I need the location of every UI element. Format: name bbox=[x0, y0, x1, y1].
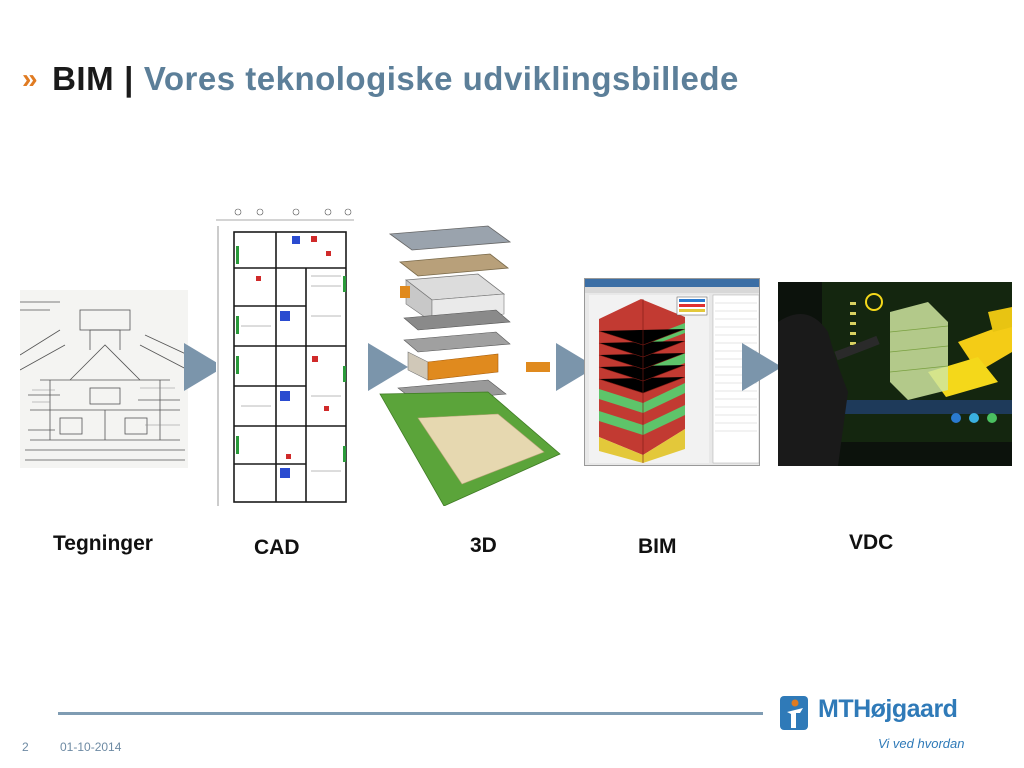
3d-model-image bbox=[378, 222, 562, 506]
slide-date: 01-10-2014 bbox=[60, 740, 122, 754]
footer-divider bbox=[58, 712, 763, 715]
logo-wordmark: MTHøjgaard bbox=[818, 695, 958, 723]
bim-software-image bbox=[584, 278, 760, 466]
arrow-right-icon bbox=[742, 343, 782, 391]
stage-label-bim: BIM bbox=[638, 535, 677, 558]
sketch-image bbox=[20, 290, 188, 468]
slide-title: » BIM | Vores teknologiske udviklingsbil… bbox=[22, 56, 739, 102]
arrow-right-icon bbox=[368, 343, 408, 391]
company-logo: MTHøjgaard Vi ved hvordan bbox=[778, 692, 978, 752]
title-separator: | bbox=[124, 60, 134, 97]
stage-label-cad: CAD bbox=[254, 536, 300, 559]
stage-label-3d: 3D bbox=[470, 534, 497, 557]
title-main: Vores teknologiske udviklingsbillede bbox=[143, 60, 739, 97]
logo-mark-icon bbox=[780, 696, 808, 730]
vdc-photo-image bbox=[778, 282, 1012, 466]
chevron-icon: » bbox=[22, 63, 39, 94]
cad-image bbox=[216, 206, 354, 512]
page-number: 2 bbox=[22, 740, 29, 754]
stage-label-tegninger: Tegninger bbox=[53, 532, 153, 555]
title-prefix: BIM bbox=[52, 60, 115, 97]
logo-tagline: Vi ved hvordan bbox=[878, 736, 965, 751]
stage-label-vdc: VDC bbox=[849, 531, 894, 554]
